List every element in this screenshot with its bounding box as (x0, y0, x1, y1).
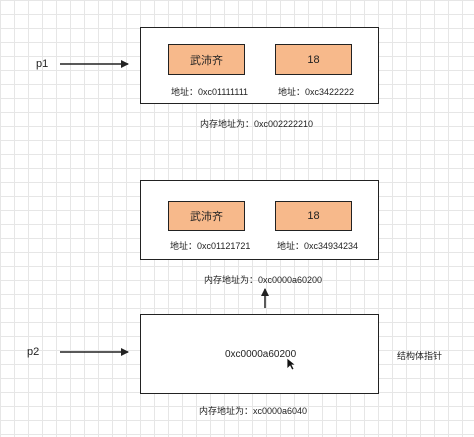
p1-name-field: 武沛齐 (168, 44, 245, 75)
p1-memory-address: 内存地址为：0xc002222210 (200, 119, 314, 129)
copy-age-field: 18 (275, 201, 352, 231)
struct-pointer-annotation: 结构体指针 (397, 351, 443, 361)
p2-label: p2 (27, 346, 40, 358)
p2-memory-address: 内存地址为：xc0000a6040 (199, 406, 308, 416)
p2-pointer-box: 0xc0000a60200 (140, 314, 379, 394)
p2-pointer-value: 0xc0000a60200 (225, 349, 297, 360)
copy-name-address: 地址：0xc01121721 (170, 241, 251, 251)
p1-name-address: 地址：0xc01111111 (171, 87, 249, 97)
copy-name-field: 武沛齐 (168, 201, 245, 231)
copy-memory-address: 内存地址为：0xc0000a60200 (204, 275, 323, 285)
p1-age-address: 地址：0xc3422222 (278, 87, 355, 97)
copy-age-address: 地址：0xc34934234 (277, 241, 359, 251)
p1-label: p1 (36, 58, 49, 70)
p1-struct-box: 武沛齐 18 地址：0xc01111111 地址：0xc3422222 (140, 27, 379, 104)
cursor-icon (286, 357, 296, 371)
copy-struct-box: 武沛齐 18 地址：0xc01121721 地址：0xc34934234 (140, 180, 379, 260)
p1-age-field: 18 (275, 44, 352, 75)
